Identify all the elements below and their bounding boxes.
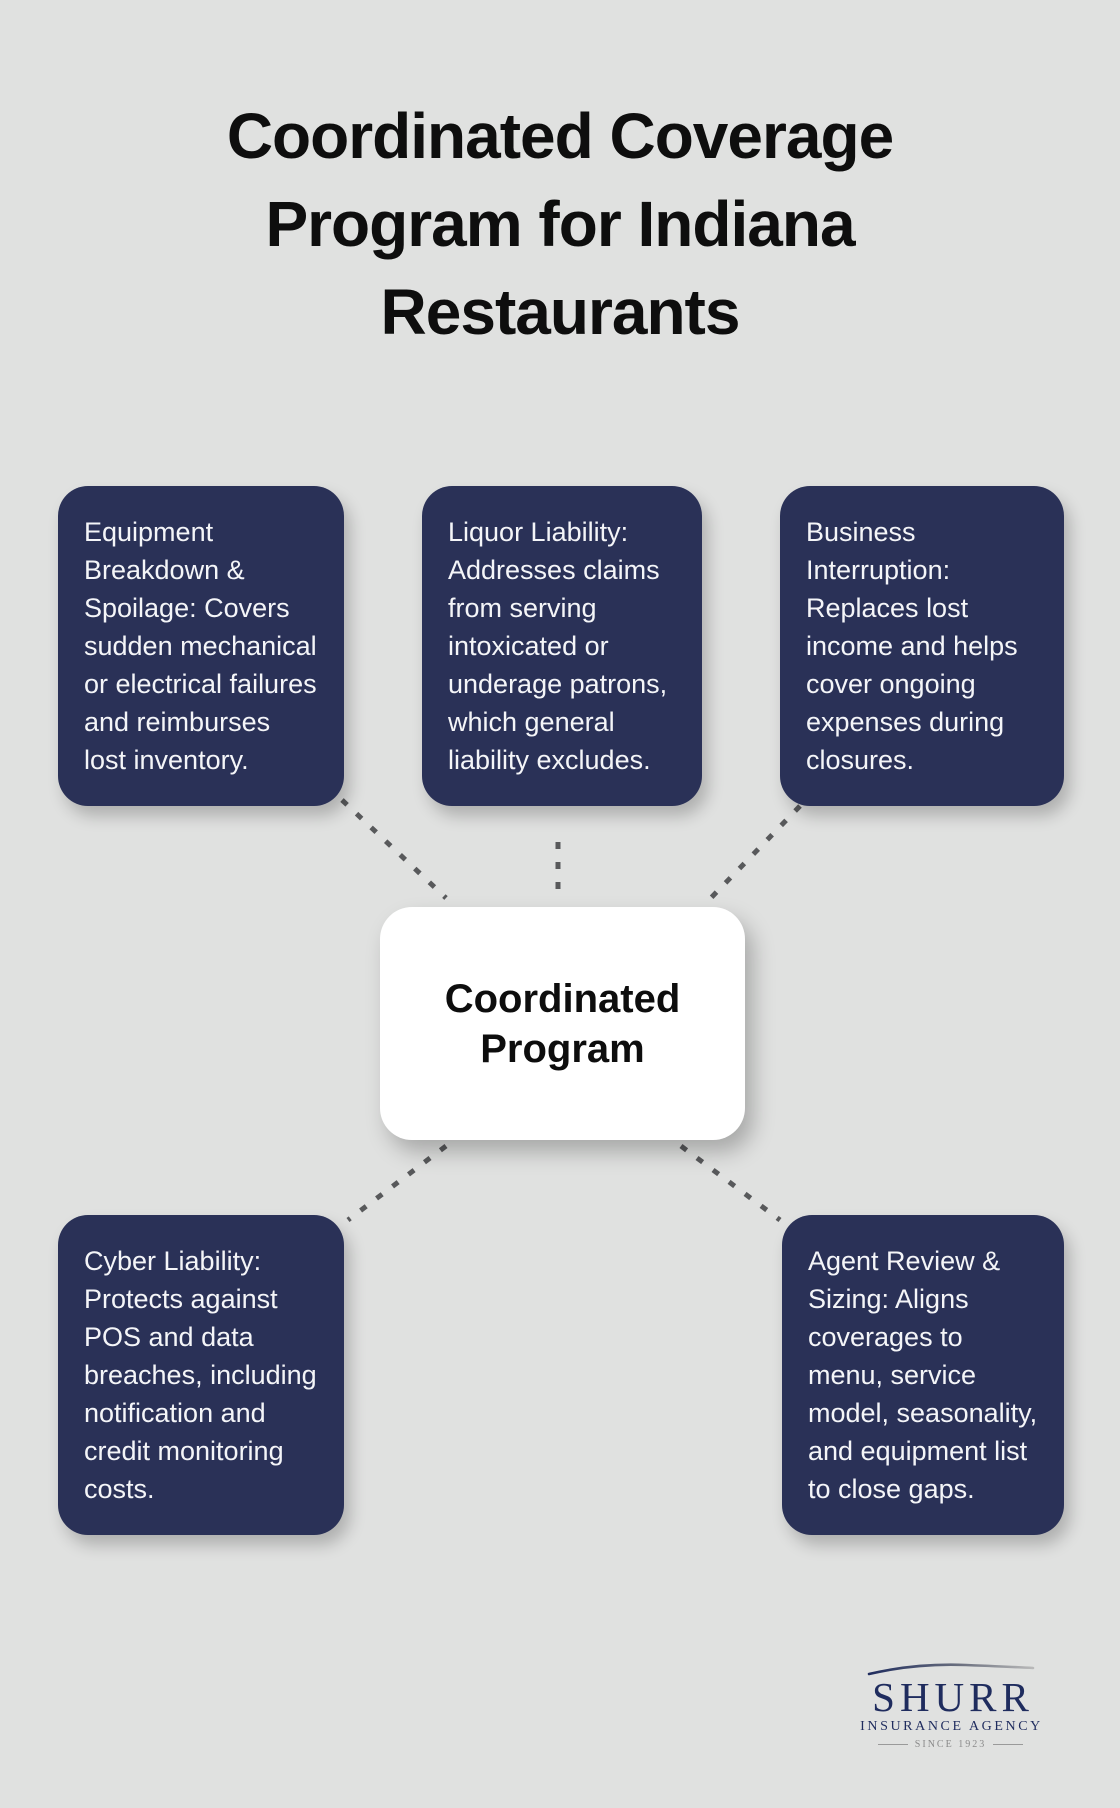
node-business-interruption: Business Interruption: Replaces lost inc…	[780, 486, 1064, 806]
node-liquor-liability: Liquor Liability: Addresses claims from …	[422, 486, 702, 806]
node-text: Agent Review & Sizing: Aligns coverages …	[808, 1246, 1038, 1504]
shurr-logo: SHURR INSURANCE AGENCY SINCE 1923	[858, 1662, 1043, 1750]
hub-label: Coordinated Program	[444, 976, 681, 1071]
connector-hub-to-agent	[679, 1143, 782, 1223]
hub-coordinated-program: Coordinated Program	[380, 907, 745, 1140]
page-title: Coordinated Coverage Program for Indiana…	[226, 100, 894, 348]
node-text: Liquor Liability: Addresses claims from …	[448, 517, 668, 775]
connector-business-to-hub	[704, 804, 802, 905]
tagline-rule-right	[993, 1744, 1024, 1745]
tagline-rule-left	[877, 1744, 908, 1745]
node-equipment-breakdown-spoilage: Equipment Breakdown & Spoilage: Covers s…	[58, 486, 344, 806]
logo-swoosh-icon	[867, 1663, 1034, 1676]
logo-subtitle: INSURANCE AGENCY	[860, 1719, 1043, 1734]
tagline-text: SINCE 1923	[914, 1739, 987, 1750]
node-agent-review-sizing: Agent Review & Sizing: Aligns coverages …	[782, 1215, 1064, 1535]
node-cyber-liability: Cyber Liability: Protects against POS an…	[58, 1215, 344, 1535]
logo-tagline: SINCE 1923	[877, 1739, 1024, 1750]
logo-name: SHURR	[872, 1674, 1034, 1720]
node-text: Cyber Liability: Protects against POS an…	[84, 1246, 317, 1504]
node-text: Business Interruption: Replaces lost inc…	[806, 517, 1018, 775]
connector-equipment-to-hub	[340, 798, 448, 900]
connector-hub-to-cyber	[346, 1144, 448, 1222]
node-text: Equipment Breakdown & Spoilage: Covers s…	[84, 517, 317, 775]
